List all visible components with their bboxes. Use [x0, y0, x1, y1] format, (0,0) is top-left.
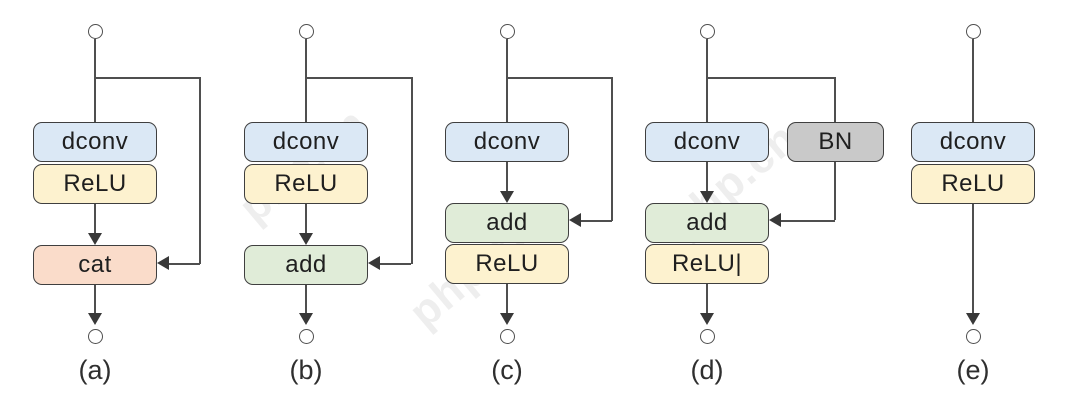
output-port-circle	[299, 329, 314, 344]
output-port-circle	[966, 329, 981, 344]
cat-node: cat	[33, 245, 157, 285]
input-port-circle	[500, 24, 515, 39]
dconv-node: dconv	[645, 122, 769, 162]
diagram-caption: (e)	[956, 355, 990, 385]
cat-label: cat	[78, 251, 112, 278]
arrowhead-down-icon	[700, 313, 714, 325]
dconv-label: dconv	[272, 128, 340, 155]
arrowhead-down-icon	[500, 191, 514, 203]
relu-node: ReLU	[244, 164, 368, 204]
relu-node: ReLU	[445, 244, 569, 284]
skip-connection-line	[380, 263, 411, 265]
input-port-circle	[299, 24, 314, 39]
connector-line	[972, 204, 974, 313]
dconv-node: dconv	[911, 122, 1035, 162]
arrowhead-down-icon	[700, 191, 714, 203]
arrowhead-down-icon	[500, 313, 514, 325]
skip-connection-line	[707, 77, 835, 79]
connector-line	[305, 39, 307, 122]
diagram-caption: (c)	[491, 355, 523, 385]
arrowhead-down-icon	[88, 313, 102, 325]
dconv-label: dconv	[939, 128, 1007, 155]
connector-line	[94, 39, 96, 122]
connector-line	[305, 285, 307, 313]
dconv-node: dconv	[244, 122, 368, 162]
add-node: add	[445, 203, 569, 243]
skip-connection-line	[199, 77, 201, 264]
skip-connection-line	[834, 162, 836, 220]
input-port-circle	[966, 24, 981, 39]
skip-connection-line	[834, 77, 836, 122]
skip-connection-line	[611, 77, 613, 221]
arrowhead-left-icon	[569, 213, 581, 227]
add-node: add	[645, 203, 769, 243]
dconv-node: dconv	[33, 122, 157, 162]
arrowhead-down-icon	[299, 233, 313, 245]
skip-connection-line	[306, 77, 412, 79]
arrowhead-left-icon	[157, 256, 169, 270]
diagram-caption: (b)	[289, 355, 323, 385]
connector-line	[706, 162, 708, 191]
bn-label: BN	[818, 128, 853, 155]
dconv-node: dconv	[445, 122, 569, 162]
arrowhead-down-icon	[88, 233, 102, 245]
connector-line	[506, 284, 508, 313]
connector-line	[506, 39, 508, 122]
skip-connection-line	[581, 220, 612, 222]
skip-connection-line	[411, 77, 413, 264]
dconv-label: dconv	[673, 128, 741, 155]
connector-line	[706, 284, 708, 313]
arrowhead-left-icon	[769, 213, 781, 227]
relu-label: ReLU	[475, 250, 539, 277]
arrowhead-left-icon	[368, 256, 380, 270]
output-port-circle	[88, 329, 103, 344]
arrowhead-down-icon	[966, 313, 980, 325]
relu-node: ReLU	[911, 164, 1035, 204]
input-port-circle	[700, 24, 715, 39]
relu-label: ReLU	[941, 170, 1005, 197]
add-label: add	[486, 209, 528, 236]
skip-connection-line	[507, 77, 612, 79]
add-node: add	[244, 245, 368, 285]
output-port-circle	[500, 329, 515, 344]
relu-node: ReLU|	[645, 244, 769, 284]
relu-label: ReLU	[274, 170, 338, 197]
arrowhead-down-icon	[299, 313, 313, 325]
relu-label: ReLU|	[671, 250, 743, 277]
input-port-circle	[88, 24, 103, 39]
relu-node: ReLU	[33, 164, 157, 204]
connector-line	[506, 162, 508, 191]
skip-connection-line	[169, 263, 200, 265]
skip-connection-line	[781, 220, 835, 222]
dconv-label: dconv	[61, 128, 129, 155]
connector-line	[305, 204, 307, 233]
diagram-caption: (a)	[78, 355, 112, 385]
relu-label: ReLU	[63, 170, 127, 197]
output-port-circle	[700, 329, 715, 344]
dconv-label: dconv	[473, 128, 541, 155]
connector-line	[94, 204, 96, 233]
connector-line	[94, 285, 96, 313]
skip-connection-line	[95, 77, 200, 79]
bn-node: BN	[787, 122, 884, 162]
connector-line	[706, 39, 708, 122]
add-label: add	[285, 251, 327, 278]
add-label: add	[686, 209, 728, 236]
connector-line	[972, 39, 974, 122]
diagram-caption: (d)	[690, 355, 724, 385]
